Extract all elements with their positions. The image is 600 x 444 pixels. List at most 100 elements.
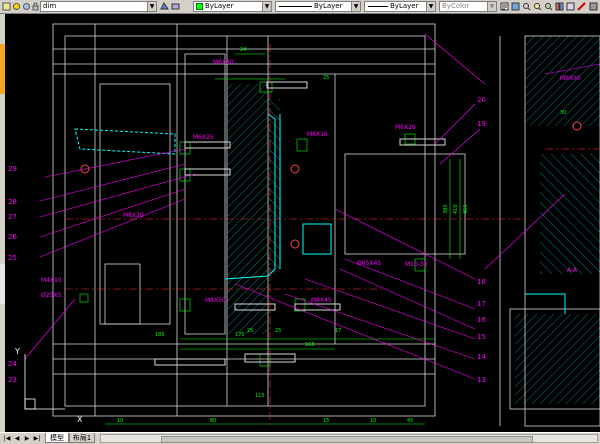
- dimension-text: 115: [255, 393, 265, 399]
- callout-m6x25: M6X25: [193, 134, 214, 141]
- part-number: 20: [477, 96, 486, 104]
- color-swatch-icon: [196, 3, 203, 10]
- layer-combo-value: dim: [43, 2, 57, 10]
- side-section-hatch-bottom: [515, 314, 600, 404]
- ucs-x-label: X: [77, 415, 83, 424]
- callout-m6x16: M6X16: [307, 131, 328, 138]
- callout-m8x45: M8X45: [311, 297, 332, 304]
- color-combo-value: ByLayer: [205, 2, 234, 10]
- part-number: 15: [477, 333, 486, 341]
- callout-labels: M6X30 M6X16 M6X25 M6X26 M8X20 M4X10 Ø25X…: [41, 59, 581, 304]
- zoom-previous-icon[interactable]: [544, 2, 553, 11]
- dimension-text: 410: [453, 204, 459, 214]
- layer-combo[interactable]: dim ▼: [40, 1, 157, 12]
- layer-state-icon[interactable]: [12, 2, 21, 11]
- chevron-down-icon[interactable]: ▼: [262, 2, 271, 11]
- side-section-hatch-mid: [540, 154, 600, 274]
- part-number: 28: [8, 198, 17, 206]
- chevron-down-icon[interactable]: ▼: [351, 2, 360, 11]
- part-number: 26: [8, 233, 17, 241]
- draw-toolbar-strip[interactable]: [0, 44, 5, 94]
- callout-d65x45: Ø65X45: [357, 260, 381, 267]
- callout-m6x26: M6X26: [395, 124, 416, 131]
- dimension-text: 25: [275, 328, 281, 334]
- core-hatch: [268, 99, 280, 274]
- drawing-canvas[interactable]: 20 19 18 17 16 15 14 13 29 28 27 26 25 2…: [5, 14, 600, 432]
- zoom-realtime-icon[interactable]: [522, 2, 531, 11]
- chevron-down-icon[interactable]: ▼: [147, 2, 156, 11]
- linetype-preview: [279, 6, 312, 7]
- tab-model[interactable]: 模型: [45, 433, 69, 443]
- callout-m10x35: M10-35: [405, 261, 428, 268]
- chevron-down-icon[interactable]: ▼: [426, 2, 435, 11]
- part-number: 23: [8, 376, 17, 384]
- callout-m4x10: M4X10: [41, 277, 62, 284]
- part-number: 25: [8, 254, 17, 262]
- callout-m8x30: M8X30: [560, 75, 581, 82]
- dimension-text: 80: [210, 418, 216, 424]
- color-combo[interactable]: ByLayer ▼: [193, 1, 272, 12]
- callout-m8x20: M8X20: [123, 212, 144, 219]
- markup-icon[interactable]: [577, 2, 586, 11]
- lineweight-combo-value: ByLayer: [390, 2, 419, 10]
- part-profile: [74, 113, 566, 314]
- dimension-text: 160: [305, 342, 315, 348]
- last-tab-button[interactable]: ▶|: [33, 435, 41, 442]
- part-number: 27: [8, 213, 17, 221]
- plotstyle-combo-value: ByColor: [442, 2, 470, 10]
- layer-freeze-icon[interactable]: [22, 2, 31, 11]
- part-number: 29: [8, 165, 17, 173]
- properties-toolbar: dim ▼ ByLayer ▼ ByLayer ▼ ByLayer ▼ ByCo…: [0, 0, 600, 14]
- sheet-set-icon[interactable]: [566, 2, 575, 11]
- dimension-text: 17: [335, 328, 341, 334]
- chevron-down-icon: ▼: [487, 2, 496, 11]
- dimension-labels: 455 410 380 185 175 160 24 25 25 17 10 1…: [117, 47, 566, 424]
- lineweight-combo[interactable]: ByLayer ▼: [364, 1, 436, 12]
- side-section-hatch-top: [525, 36, 600, 126]
- callout-d50x5: Ø25X5: [41, 292, 61, 299]
- cad-drawing: 20 19 18 17 16 15 14 13 29 28 27 26 25 2…: [8, 23, 600, 427]
- plotstyle-combo: ByColor ▼: [439, 1, 497, 12]
- modify-toolbar-strip[interactable]: [0, 264, 5, 304]
- zoom-window-icon[interactable]: [533, 2, 542, 11]
- dimension-text: 10: [370, 418, 376, 424]
- scrollbar-thumb[interactable]: [161, 436, 533, 443]
- leader-lines: [24, 33, 600, 380]
- lineweight-preview: [368, 6, 388, 7]
- dimension-text: 10: [117, 418, 123, 424]
- part-number: 19: [477, 120, 486, 128]
- first-tab-button[interactable]: |◀: [3, 435, 11, 442]
- layer-previous-icon[interactable]: [171, 2, 180, 11]
- linetype-combo-value: ByLayer: [314, 2, 343, 10]
- dimension-text: 45: [407, 418, 413, 424]
- dimension-text: 25: [323, 75, 329, 81]
- tool-palettes-icon[interactable]: [555, 2, 564, 11]
- properties-icon[interactable]: [500, 2, 509, 11]
- prev-tab-button[interactable]: ◀: [14, 435, 20, 442]
- dimension-text: 24: [240, 47, 246, 53]
- part-number: 24: [8, 360, 17, 368]
- dimension-text: 25: [247, 328, 253, 334]
- callout-m6x30: M6X30: [213, 59, 234, 66]
- part-number: 17: [477, 300, 486, 308]
- linetype-combo[interactable]: ByLayer ▼: [275, 1, 361, 12]
- make-current-icon[interactable]: [160, 2, 169, 11]
- layer-lock-icon[interactable]: [31, 2, 40, 11]
- dimension-text: 175: [235, 332, 245, 338]
- part-number: 14: [477, 353, 486, 361]
- part-number: 18: [477, 278, 486, 286]
- calculator-icon[interactable]: [589, 2, 598, 11]
- dimension-text: 15: [323, 418, 329, 424]
- horizontal-scrollbar[interactable]: [100, 434, 598, 443]
- cavity-hatch: [227, 84, 268, 334]
- part-number-labels: 20 19 18 17 16 15 14 13 29 28 27 26 25 2…: [8, 96, 486, 384]
- ucs-y-label: Y: [14, 347, 20, 356]
- ucs-axis-icon: [24, 354, 65, 410]
- part-number: 16: [477, 316, 486, 324]
- next-tab-button[interactable]: ▶: [24, 435, 30, 442]
- dimension-text: 30: [560, 110, 566, 116]
- layer-manager-icon[interactable]: [2, 2, 11, 11]
- tab-layout1[interactable]: 布局1: [69, 433, 95, 443]
- design-center-icon[interactable]: [511, 2, 520, 11]
- callout-m8x50: M8X50: [205, 297, 226, 304]
